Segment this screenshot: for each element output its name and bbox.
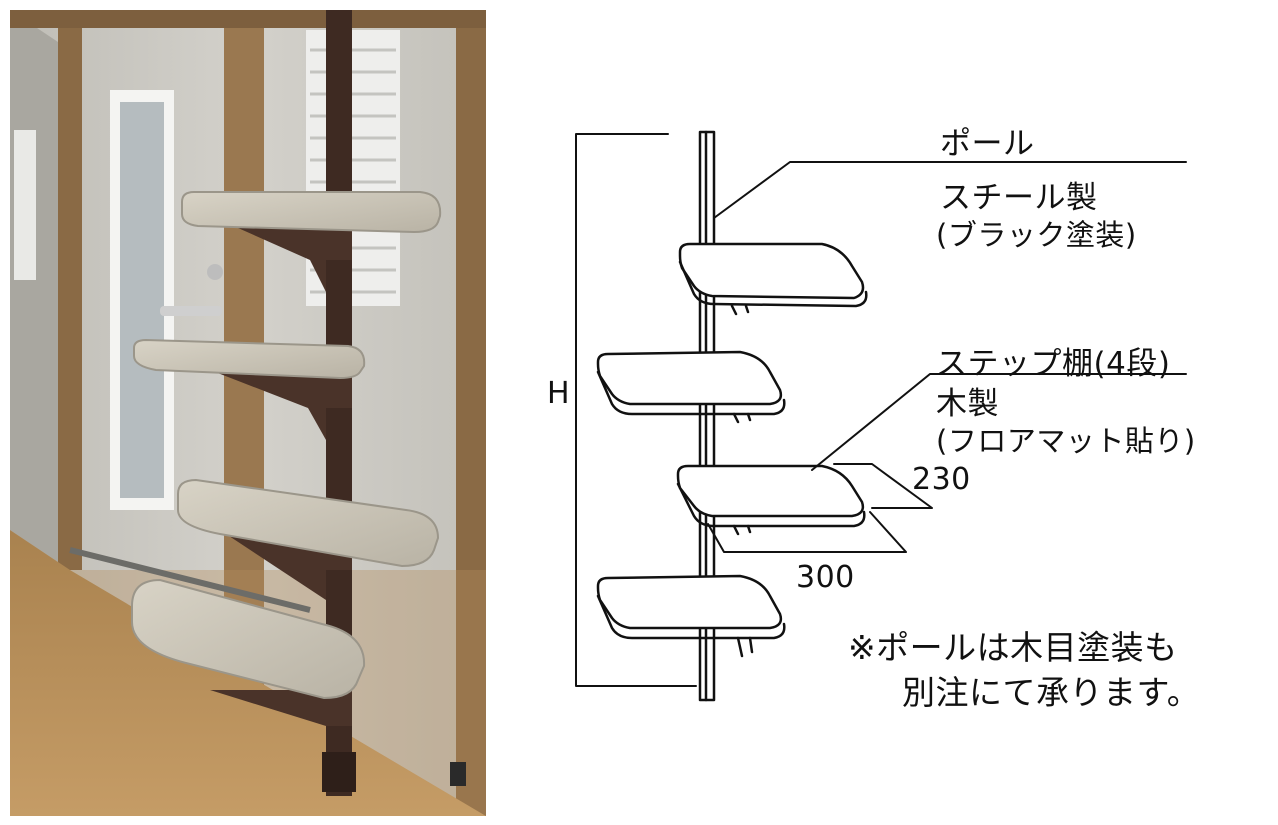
step-shelf-material-label: 木製 — [936, 386, 999, 422]
photo-door-lock — [207, 264, 223, 280]
photo-shelf-4 — [131, 578, 366, 700]
drawing-shelf-2 — [596, 350, 786, 424]
step-shelf-title-label: ステップ棚(4段) — [936, 346, 1171, 382]
drawing-shelf-4 — [596, 574, 786, 658]
photo-wood-beam — [10, 10, 486, 28]
note-line-1: ※ポールは木目塗装も — [848, 628, 1178, 667]
photo-shelf-1 — [181, 191, 442, 234]
note-line-2: 別注にて承ります。 — [902, 673, 1201, 712]
pole-finish-label: (ブラック塗装) — [936, 218, 1137, 252]
photo-pole-foot — [322, 752, 356, 792]
pole-material-label: スチール製 — [940, 180, 1098, 216]
photo-floor — [10, 530, 486, 816]
photo-bracket-4 — [210, 690, 352, 726]
dimension-height-label: H — [547, 376, 571, 411]
drawing-shelf-1 — [678, 242, 868, 316]
photo-wood-frame-left — [58, 10, 82, 570]
photo-door-handle — [160, 306, 222, 316]
step-shelf-finish-label: (フロアマット貼り) — [936, 424, 1196, 458]
pole-title-label: ポール — [940, 126, 1035, 162]
photo-floor-rail — [69, 547, 311, 613]
product-photo — [10, 10, 486, 816]
photo-outlet — [450, 762, 466, 786]
dimension-width-label: 300 — [796, 560, 855, 595]
dim-h-line — [575, 133, 697, 687]
dim-width-line — [707, 511, 907, 553]
photo-shelf-2 — [133, 338, 366, 380]
leader-pole — [713, 161, 1187, 219]
photo-shelf-3 — [177, 478, 440, 568]
drawing-shelf-3 — [676, 464, 866, 536]
photo-wood-frame-right — [456, 10, 486, 816]
dim-depth-line — [833, 463, 933, 509]
dimension-depth-label: 230 — [912, 462, 971, 497]
leader-step — [811, 373, 1187, 471]
photo-side-louver — [14, 130, 36, 280]
photo-door-glass — [120, 102, 164, 498]
photo-bracket-2 — [210, 370, 352, 440]
photo-bracket-1 — [220, 220, 352, 292]
